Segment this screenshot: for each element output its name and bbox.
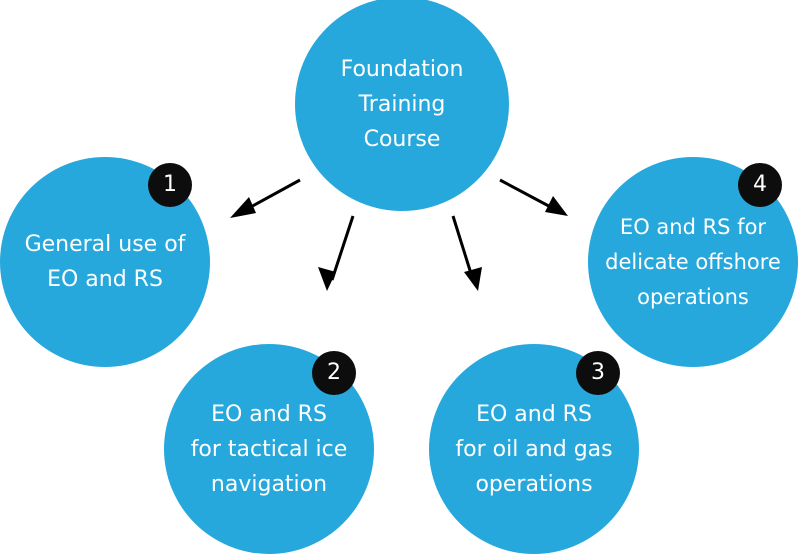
arrow-to-node-2	[318, 215, 355, 291]
node-4-number-badge: 4	[738, 163, 782, 207]
node-4-label-line-3: operations	[637, 284, 749, 309]
node-2-label-line-1: EO and RS	[211, 401, 327, 427]
center-label-line-3: Course	[363, 126, 441, 152]
node-1-number-badge: 1	[148, 163, 192, 207]
node-2-label: EO and RS for tactical ice navigation	[191, 397, 348, 502]
center-label-line-1: Foundation	[340, 56, 464, 82]
node-4-label: EO and RS for delicate offshore operatio…	[605, 210, 781, 315]
node-4-label-line-1: EO and RS for	[619, 214, 767, 239]
center-node-foundation-training-course: Foundation Training Course	[295, 0, 509, 211]
node-1-label-line-1: General use of	[24, 232, 186, 257]
center-label-line-2: Training	[358, 91, 446, 117]
node-3-label: EO and RS for oil and gas operations	[455, 397, 612, 502]
node-2-number-badge: 2	[312, 351, 356, 395]
node-4-delicate-offshore: EO and RS for delicate offshore operatio…	[588, 157, 798, 367]
arrow-to-node-4	[499, 178, 568, 216]
node-3-label-line-1: EO and RS	[476, 401, 592, 427]
node-3-label-line-3: operations	[475, 471, 593, 497]
node-2-label-line-3: navigation	[210, 471, 328, 497]
node-3-label-line-2: for oil and gas	[455, 436, 613, 462]
node-2-label-line-2: for tactical ice	[190, 436, 348, 462]
node-4-label-line-2: delicate offshore	[605, 249, 781, 274]
arrow-to-node-3	[451, 215, 482, 291]
node-1-label-line-2: EO and RS	[47, 267, 163, 292]
node-3-number-badge: 3	[576, 351, 620, 395]
center-node-label: Foundation Training Course	[341, 52, 464, 157]
node-1-label: General use of EO and RS	[25, 227, 186, 297]
arrow-to-node-1	[230, 178, 301, 218]
